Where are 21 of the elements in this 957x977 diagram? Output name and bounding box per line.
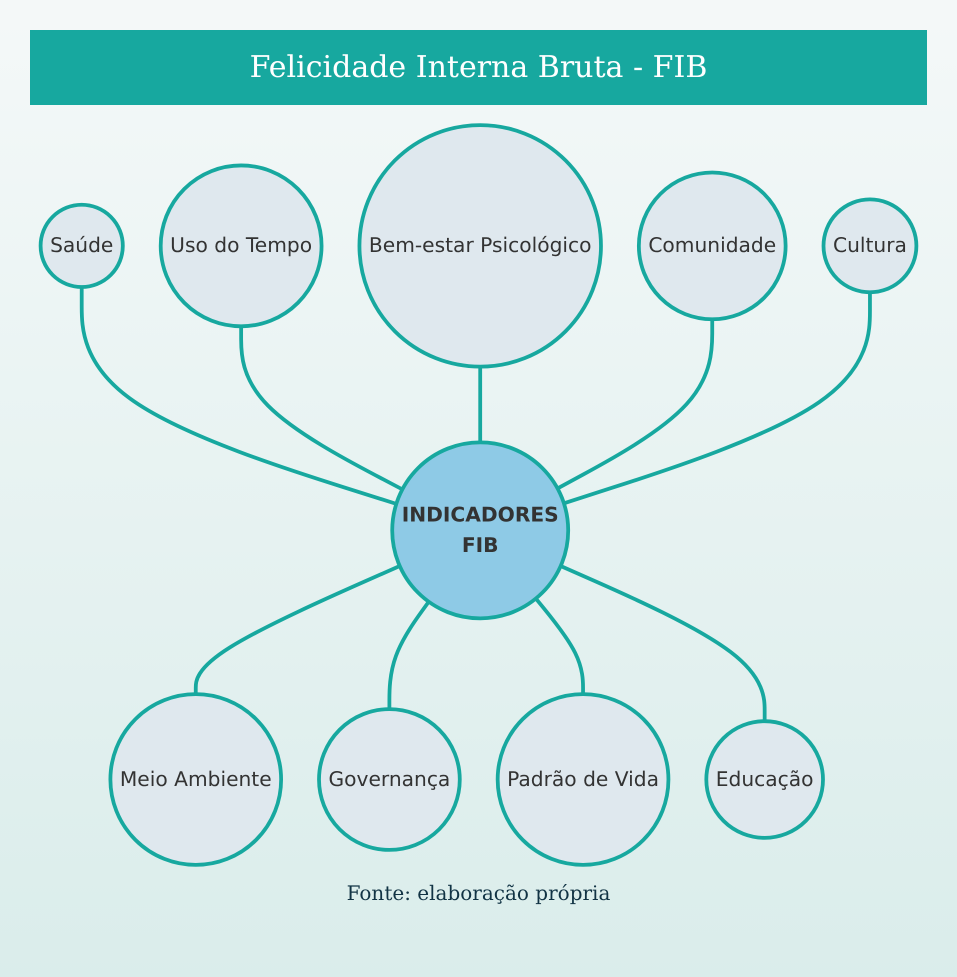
node-circle: Bem-estar Psicológico bbox=[358, 123, 603, 369]
connector bbox=[563, 292, 872, 506]
node-circle: Padrão de Vida bbox=[496, 692, 670, 867]
node-circle: Uso do Tempo bbox=[158, 164, 324, 328]
connector bbox=[534, 597, 585, 694]
title-banner: Felicidade Interna Bruta - FIB bbox=[30, 30, 927, 105]
connector bbox=[80, 286, 397, 506]
connector bbox=[478, 366, 482, 442]
node-circle: Educação bbox=[704, 719, 825, 840]
node-circle: Meio Ambiente bbox=[108, 692, 284, 867]
node-circle: Cultura bbox=[822, 198, 918, 294]
caption: Fonte: elaboração própria bbox=[346, 881, 612, 905]
connector bbox=[556, 319, 714, 490]
node-circle: Comunidade bbox=[636, 170, 788, 322]
connector bbox=[560, 564, 767, 722]
node-circle: INDICADORES FIB bbox=[390, 440, 570, 620]
connector bbox=[388, 600, 430, 710]
connector bbox=[239, 326, 404, 492]
node-circle: Governança bbox=[317, 707, 462, 852]
connector bbox=[194, 564, 401, 694]
node-circle: Saúde bbox=[38, 202, 125, 289]
